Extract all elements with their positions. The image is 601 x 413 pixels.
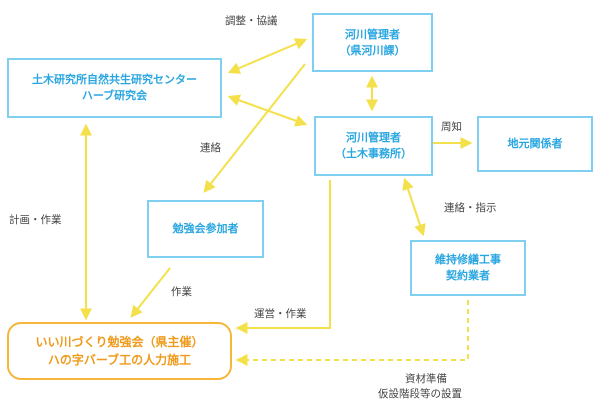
node-study-participants: 勉強会参加者 [147,200,264,258]
node-river-admin-prefecture: 河川管理者 （県河川課） [312,13,433,72]
node-label-line1: いい川づくり勉強会（県主催） [35,335,204,349]
edge-label-notification: 周知 [441,121,462,133]
node-label-line1: 維持修繕工事 [435,253,501,266]
edge-label-work: 作業 [171,286,192,298]
arrow-kensei-sankasha [203,63,306,193]
edge-label-operate-work: 運営・作業 [254,308,307,320]
arrow-doboku-gyosha [402,177,426,237]
node-label-line2: 契約業者 [446,269,490,282]
node-label-line2: （県河川課） [339,43,406,57]
edge-label-coordination: 調整・協議 [225,15,278,27]
node-label-line1: 河川管理者 [345,27,400,41]
arrow-sankasha-workshop [130,267,171,318]
node-label-line1: 河川管理者 [346,131,401,144]
node-maintenance-contractor: 維持修繕工事 契約業者 [410,240,526,296]
node-label-line2: ハの字バーブ工の人力施工 [47,353,192,367]
node-study-workshop: いい川づくり勉強会（県主催） ハの字バーブ工の人力施工 [7,322,232,380]
edge-label-contact: 連絡 [200,142,221,154]
node-label-line2: （土木事務所） [335,147,412,160]
node-label-line1: 地元関係者 [507,137,563,150]
node-local-stakeholders: 地元関係者 [477,116,593,172]
edge-label-plan-work: 計画・作業 [9,214,62,226]
arrow-gyosha-workshop [235,300,469,366]
node-label-line1: 勉強会参加者 [172,222,239,235]
arrow-center-kensei [227,38,308,74]
edge-label-contact-instruct: 連絡・指示 [444,202,497,214]
node-label-line2: ハーブ研究会 [81,89,148,102]
node-research-center: 土木研究所自然共生研究センター ハーブ研究会 [7,58,222,118]
arrow-doboku-workshop [235,180,331,334]
node-river-admin-office: 河川管理者 （土木事務所） [314,116,433,176]
edge-label-materials: 資材準備 [405,373,447,385]
node-label-line1: 土木研究所自然共生研究センター [32,73,197,86]
edge-label-temp-stairs: 仮設階段等の設置 [378,388,462,400]
